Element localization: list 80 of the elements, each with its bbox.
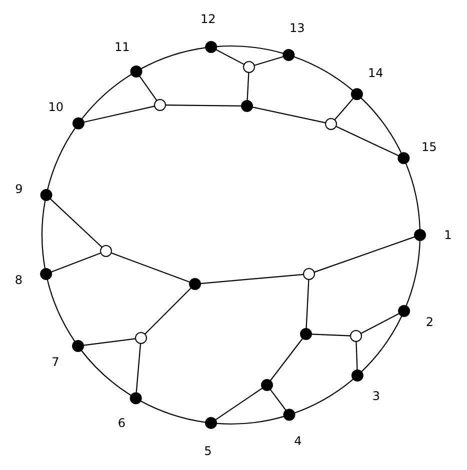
filled-vertex: [72, 117, 84, 130]
hollow-vertex: [243, 61, 255, 73]
hollow-vertex: [303, 268, 315, 280]
edge-line: [51, 252, 102, 273]
vertex-number: 12: [200, 12, 216, 26]
filled-vertex: [398, 305, 410, 318]
filled-vertex: [205, 416, 217, 429]
filled-vertex: [205, 41, 218, 54]
vertex-number: 2: [426, 315, 434, 330]
arc-edge: [405, 163, 420, 230]
vertex-number: 11: [114, 40, 130, 54]
filled-vertex: [350, 88, 363, 100]
edge-line: [139, 76, 158, 101]
edge-line: [356, 341, 358, 370]
filled-vertex: [189, 278, 201, 290]
hollow-vertex: [154, 99, 166, 111]
vertex-number: 9: [15, 182, 23, 196]
filled-vertex: [261, 379, 273, 391]
vertex-number: 1: [444, 228, 452, 242]
filled-vertex: [40, 268, 52, 280]
filled-vertex: [398, 152, 410, 164]
filled-vertex: [283, 408, 296, 421]
filled-vertex: [282, 49, 295, 61]
filled-vertex: [241, 100, 253, 112]
edge-line: [334, 98, 354, 120]
edge-line: [246, 72, 250, 101]
filled-vertex: [414, 229, 426, 241]
arc-edge: [361, 316, 402, 372]
edge-line: [270, 389, 286, 411]
edge-line: [50, 198, 102, 248]
vertex-number: 5: [204, 444, 212, 458]
vertex-number: 15: [422, 140, 437, 154]
arc-edge: [140, 47, 206, 70]
edge-line: [166, 104, 242, 106]
arc-edge: [294, 378, 354, 414]
vertex-number: 8: [14, 272, 22, 287]
filled-vertex: [351, 369, 364, 382]
arc-edge: [360, 97, 402, 154]
edge-line: [136, 343, 142, 393]
arc-edge: [406, 240, 420, 306]
edge-line: [306, 279, 310, 329]
vertex-number: 4: [294, 434, 302, 448]
edge-line: [252, 106, 326, 124]
edge-line: [144, 288, 192, 334]
hollow-vertex: [350, 330, 362, 342]
arc-edge: [81, 74, 132, 120]
arc-edge: [294, 56, 354, 91]
filled-vertex: [72, 340, 84, 352]
edge-line: [336, 126, 399, 156]
hollow-vertex: [135, 332, 147, 344]
vertex-number: 3: [372, 389, 380, 404]
filled-vertex: [40, 189, 52, 202]
arc-edge: [41, 200, 46, 269]
edge-line: [254, 56, 284, 66]
edge-line: [200, 274, 304, 284]
filled-vertex: [300, 328, 312, 340]
arc-edge: [46, 279, 76, 342]
edge-line: [314, 236, 415, 273]
edge-line: [311, 334, 351, 336]
arc-edge: [216, 46, 284, 54]
arc-edge: [140, 400, 206, 423]
edge-line: [360, 313, 400, 334]
filled-vertex: [130, 392, 142, 404]
arc-edge: [216, 416, 284, 424]
hollow-vertex: [100, 245, 112, 257]
edge-line: [83, 338, 136, 346]
edge-line: [215, 388, 263, 420]
vertex-number: 7: [52, 355, 60, 370]
filled-vertex: [130, 65, 142, 78]
edge-line: [216, 49, 244, 65]
edge-line: [270, 338, 304, 381]
arc-edge: [46, 128, 76, 190]
edge-line: [84, 106, 155, 123]
vertex-number: 14: [368, 66, 384, 80]
vertex-number: 13: [290, 21, 305, 36]
vertex-number: 10: [48, 100, 64, 114]
hollow-vertex: [325, 118, 337, 130]
arc-edge: [80, 350, 132, 396]
vertex-number: 6: [118, 416, 126, 430]
edge-line: [110, 252, 190, 283]
